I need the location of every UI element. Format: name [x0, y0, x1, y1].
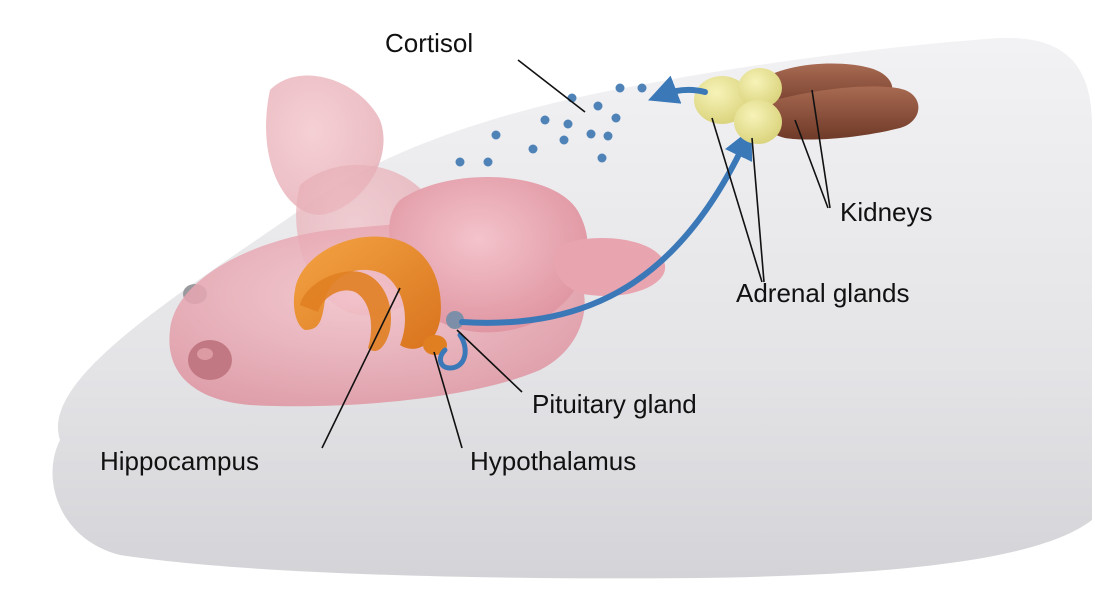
- cortisol-dot: [492, 131, 501, 140]
- eye-highlight: [197, 348, 213, 360]
- cortisol-dot: [616, 84, 625, 93]
- cortisol-dot: [598, 154, 607, 163]
- label-cortisol: Cortisol: [385, 28, 473, 58]
- cortisol-dot: [604, 132, 613, 141]
- cortisol-dot: [541, 116, 550, 125]
- label-hypothalamus: Hypothalamus: [470, 446, 636, 476]
- cortisol-dot: [560, 136, 569, 145]
- cortisol-dot: [564, 120, 573, 129]
- cortisol-dot: [594, 102, 603, 111]
- label-hippocampus: Hippocampus: [100, 446, 259, 476]
- cortisol-dot: [587, 130, 596, 139]
- cortisol-dot: [529, 145, 538, 154]
- cortisol-dot: [638, 84, 647, 93]
- cortisol-dot: [612, 114, 621, 123]
- adrenal-gland-lower: [734, 100, 782, 144]
- eye: [188, 340, 232, 380]
- label-pituitary-gland: Pituitary gland: [532, 389, 697, 419]
- cortisol-dot: [484, 158, 493, 167]
- cortisol-dot: [456, 158, 465, 167]
- label-kidneys: Kidneys: [840, 197, 933, 227]
- label-adrenal-glands: Adrenal glands: [736, 278, 909, 308]
